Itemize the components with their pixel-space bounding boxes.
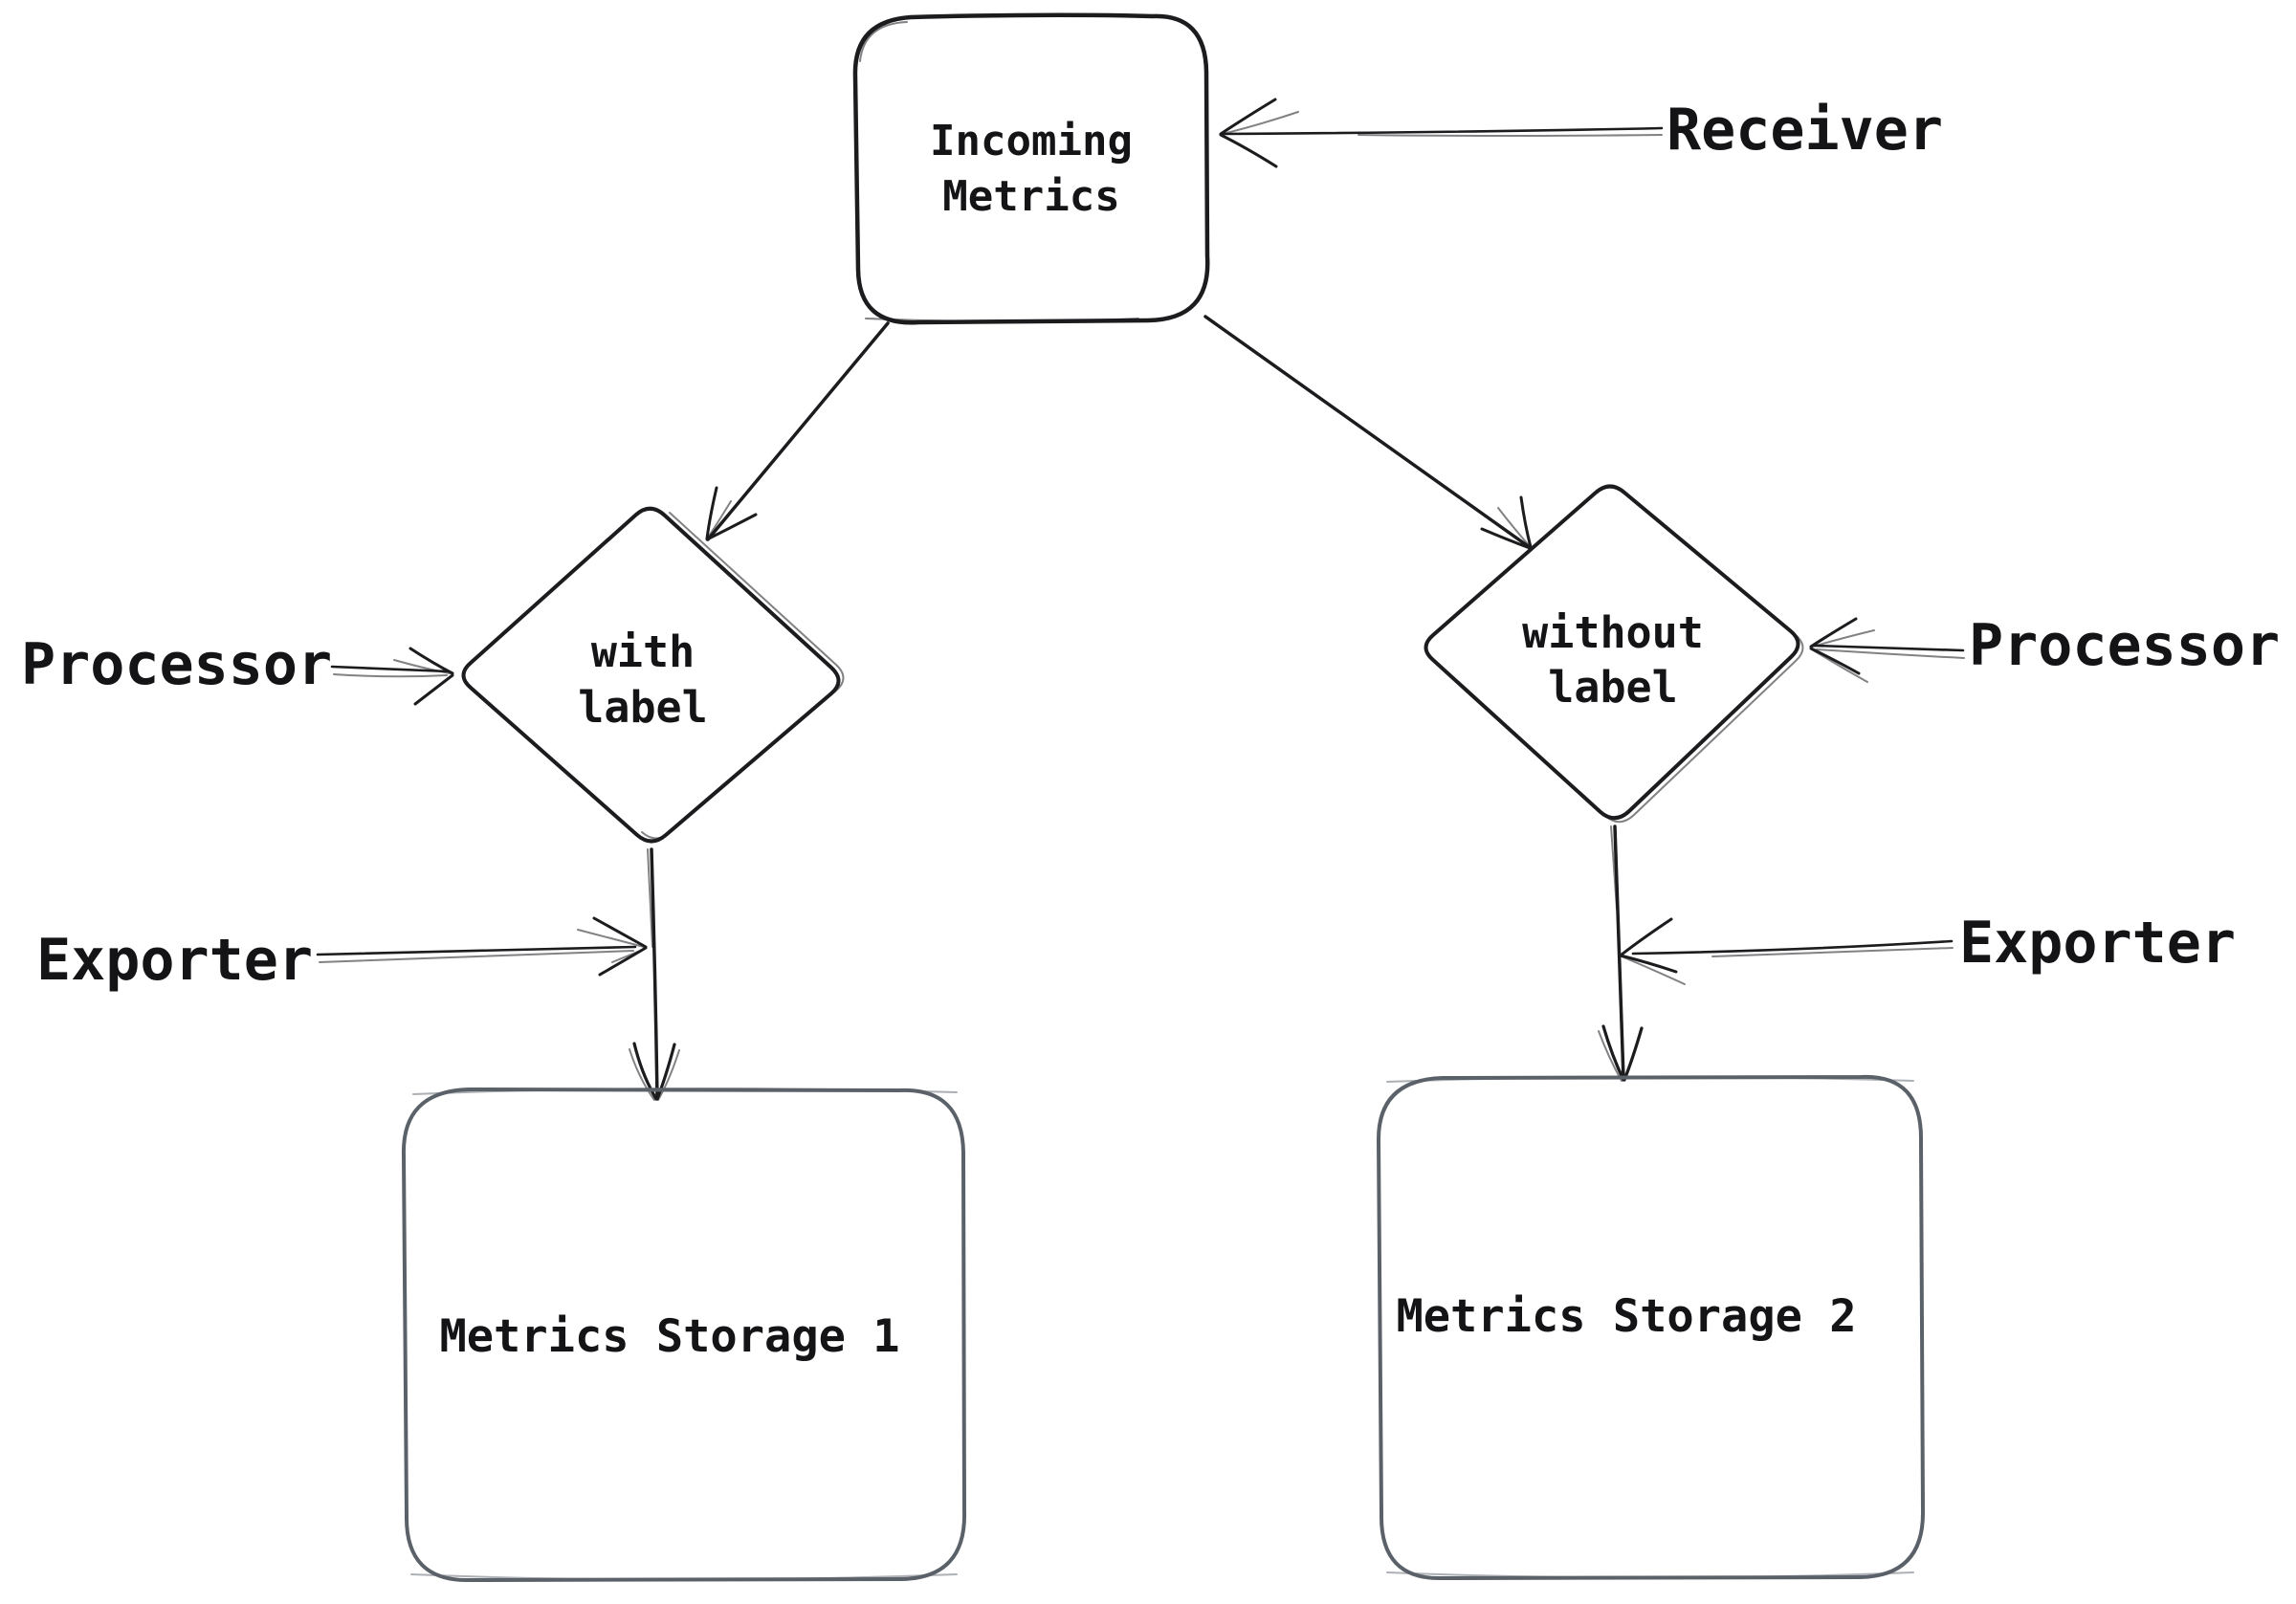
arrow-without-label-to-storage-2 xyxy=(1598,824,1644,1082)
arrow-processor-left xyxy=(330,647,454,706)
arrow-incoming-to-without-label xyxy=(1203,315,1533,550)
arrow-processor-right xyxy=(1809,617,1965,683)
arrow-exporter-left xyxy=(316,916,648,977)
label-processor-right: Processor xyxy=(1969,612,2280,679)
node-metrics-storage-2-label: Metrics Storage 2 xyxy=(1396,1290,1856,1343)
node-with-label-diamond: with label xyxy=(461,506,845,844)
node-incoming-metrics-label-line2: Metrics xyxy=(942,172,1119,221)
node-metrics-storage-1: Metrics Storage 1 xyxy=(401,1087,967,1583)
arrow-receiver xyxy=(1219,98,1664,168)
node-with-label-line1: with xyxy=(591,626,695,677)
node-metrics-storage-1-label: Metrics Storage 1 xyxy=(439,1310,899,1363)
node-metrics-storage-2: Metrics Storage 2 xyxy=(1376,1074,1926,1581)
node-without-label-line2: label xyxy=(1548,662,1677,713)
arrow-with-label-to-storage-1 xyxy=(629,847,680,1101)
node-without-label-diamond: without label xyxy=(1424,484,1804,824)
node-incoming-metrics-label-line1: Incoming xyxy=(930,117,1133,165)
arrow-exporter-right xyxy=(1619,917,1954,985)
node-without-label-line1: without xyxy=(1522,607,1704,658)
label-exporter-left: Exporter xyxy=(36,927,313,994)
label-exporter-right: Exporter xyxy=(1959,910,2236,977)
label-processor-left: Processor xyxy=(21,631,332,698)
node-with-label-line2: label xyxy=(578,682,707,733)
arrow-incoming-to-with-label xyxy=(705,321,890,541)
label-receiver: Receiver xyxy=(1667,97,1943,164)
node-incoming-metrics: Incoming Metrics xyxy=(852,12,1210,325)
